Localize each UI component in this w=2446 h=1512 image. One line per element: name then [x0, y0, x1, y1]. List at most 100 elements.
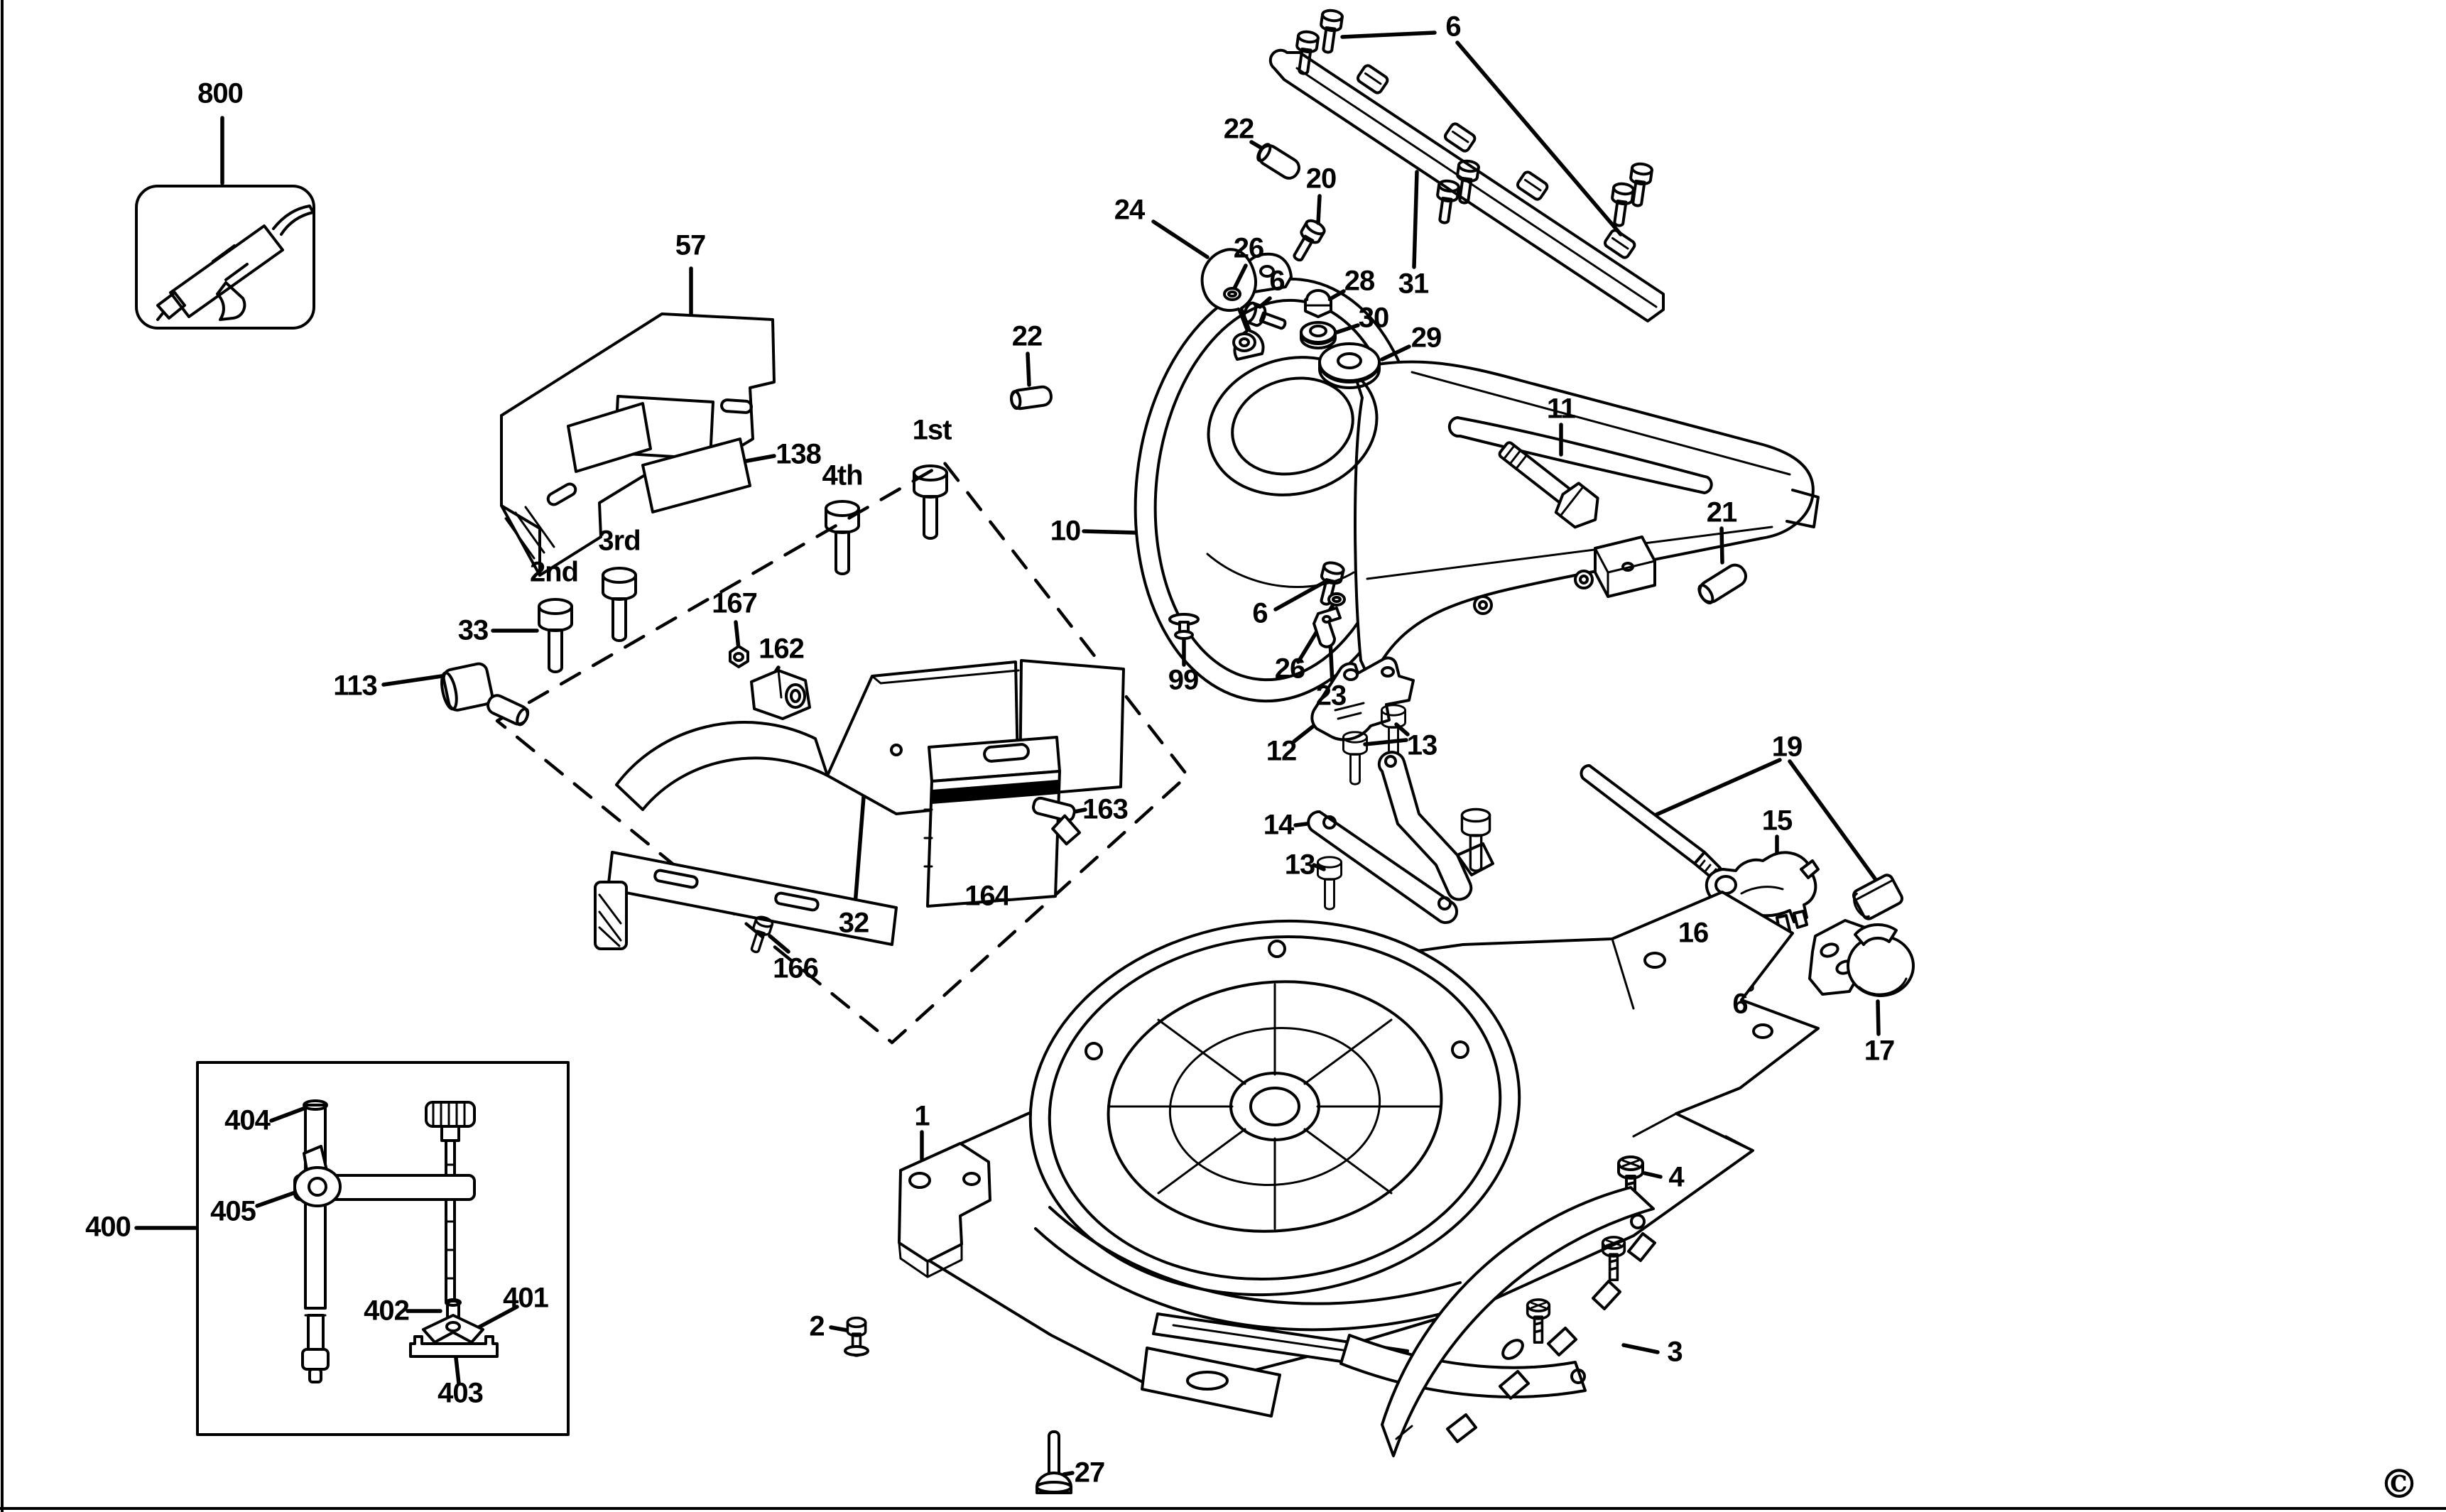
sliding-plate-164 [923, 736, 1061, 908]
screw-6-center [1273, 559, 1347, 611]
clamp-knob [425, 1101, 476, 1302]
part-label-4: 4 [1668, 1161, 1684, 1193]
dashed-enclosure [495, 461, 1190, 1045]
part-label-401: 401 [503, 1282, 549, 1314]
bracket-12 [1292, 656, 1415, 744]
part-label-162: 162 [759, 633, 805, 665]
pin-22-top [1249, 140, 1300, 180]
part-label-167: 167 [712, 587, 758, 619]
hook-lever-24 [1151, 219, 1265, 361]
part-label-12: 12 [1266, 735, 1297, 767]
knuckle-17 [1808, 919, 1915, 1036]
screw-4 [1617, 1155, 1663, 1206]
part-label-402: 402 [364, 1295, 410, 1327]
part-label-22-left: 22 [1011, 320, 1043, 352]
part-label-13-left: 13 [1284, 849, 1315, 881]
screw-2 [829, 1316, 869, 1357]
screw-6-mid [1240, 296, 1290, 336]
part-label-6-top: 6 [1445, 11, 1461, 43]
nut-167 [729, 620, 749, 668]
screws-13 [1312, 704, 1410, 910]
pin-21 [1697, 526, 1747, 604]
screw-20 [1286, 194, 1328, 266]
link-14 [1293, 810, 1459, 924]
clamp-arm-405 [293, 1145, 476, 1207]
part-label-31: 31 [1398, 268, 1429, 300]
bolt-27 [1036, 1430, 1075, 1494]
part-label-19: 19 [1771, 731, 1803, 763]
part-label-26-center: 26 [1274, 653, 1305, 685]
bushing-162 [750, 665, 811, 720]
cap-nut-28 [1304, 289, 1346, 318]
part-label-32: 32 [838, 907, 869, 939]
part-label-164: 164 [964, 880, 1011, 912]
washer-26-top [1223, 263, 1248, 301]
part-label-27: 27 [1074, 1457, 1105, 1489]
part-label-6-bottom: 6 [1732, 988, 1748, 1020]
part-label-26-top: 26 [1233, 232, 1264, 264]
bolt-11 [1498, 423, 1599, 529]
screw-1st [913, 464, 948, 540]
rail-31 [1268, 48, 1665, 322]
part-label-163: 163 [1082, 793, 1129, 825]
base-1 [898, 891, 1820, 1418]
part-label-21: 21 [1706, 496, 1737, 528]
kit-box-800 [135, 116, 315, 330]
part-label-3: 3 [1667, 1336, 1683, 1368]
part-label-404: 404 [224, 1104, 271, 1136]
copyright-symbol: © [2379, 1461, 2419, 1508]
part-label-30: 30 [1358, 302, 1389, 334]
detent-segment-3 [1381, 1186, 1660, 1457]
grommet-29 [1318, 342, 1381, 389]
guard-bracket-57 [500, 266, 776, 577]
part-label-17: 17 [1864, 1035, 1895, 1067]
clip-23 [1312, 607, 1342, 685]
part-label-6-center: 6 [1252, 597, 1268, 629]
part-label-1st: 1st [912, 414, 952, 446]
part-label-166: 166 [773, 952, 819, 984]
part-label-20: 20 [1305, 163, 1337, 195]
clamp-kit-400 [134, 1061, 570, 1436]
sticker-138 [641, 437, 776, 513]
part-label-405: 405 [210, 1195, 256, 1227]
part-label-16: 16 [1678, 917, 1709, 949]
fence-assembly-32 [594, 659, 1125, 950]
screw-4th [825, 500, 860, 575]
pin-99 [1168, 613, 1200, 667]
part-label-138: 138 [776, 438, 822, 470]
part-label-99: 99 [1168, 664, 1199, 696]
part-label-6-mid: 6 [1269, 265, 1285, 297]
part-label-33: 33 [457, 614, 489, 646]
part-label-800: 800 [197, 77, 244, 109]
part-label-24: 24 [1114, 194, 1145, 226]
rail-screws-6 [1291, 8, 1654, 236]
part-label-113: 113 [333, 670, 378, 702]
pin-22-left [1010, 352, 1053, 410]
part-label-23: 23 [1315, 680, 1347, 712]
part-label-2nd: 2nd [529, 556, 579, 588]
part-label-13-right: 13 [1406, 729, 1437, 761]
clamp-column-404 [301, 1099, 330, 1383]
part-label-3rd: 3rd [598, 525, 641, 557]
knob-113 [381, 662, 530, 727]
washer-30 [1300, 321, 1360, 349]
screw-166 [745, 913, 790, 956]
screw-3rd [602, 567, 637, 642]
part-label-403: 403 [437, 1377, 484, 1409]
grease-applicator-icon [156, 205, 315, 321]
part-label-400: 400 [85, 1211, 131, 1243]
pin-163 [1031, 796, 1087, 846]
part-label-2: 2 [809, 1310, 825, 1342]
part-label-57: 57 [675, 229, 706, 261]
part-label-4th: 4th [822, 459, 864, 491]
pivot-arm [1377, 751, 1494, 901]
screw-2nd [538, 598, 573, 673]
part-label-11: 11 [1546, 393, 1576, 425]
clamp-foot-401 [409, 1298, 499, 1358]
depth-rod-19 [1580, 758, 1903, 920]
part-label-14: 14 [1263, 809, 1294, 841]
part-label-28: 28 [1344, 265, 1375, 297]
